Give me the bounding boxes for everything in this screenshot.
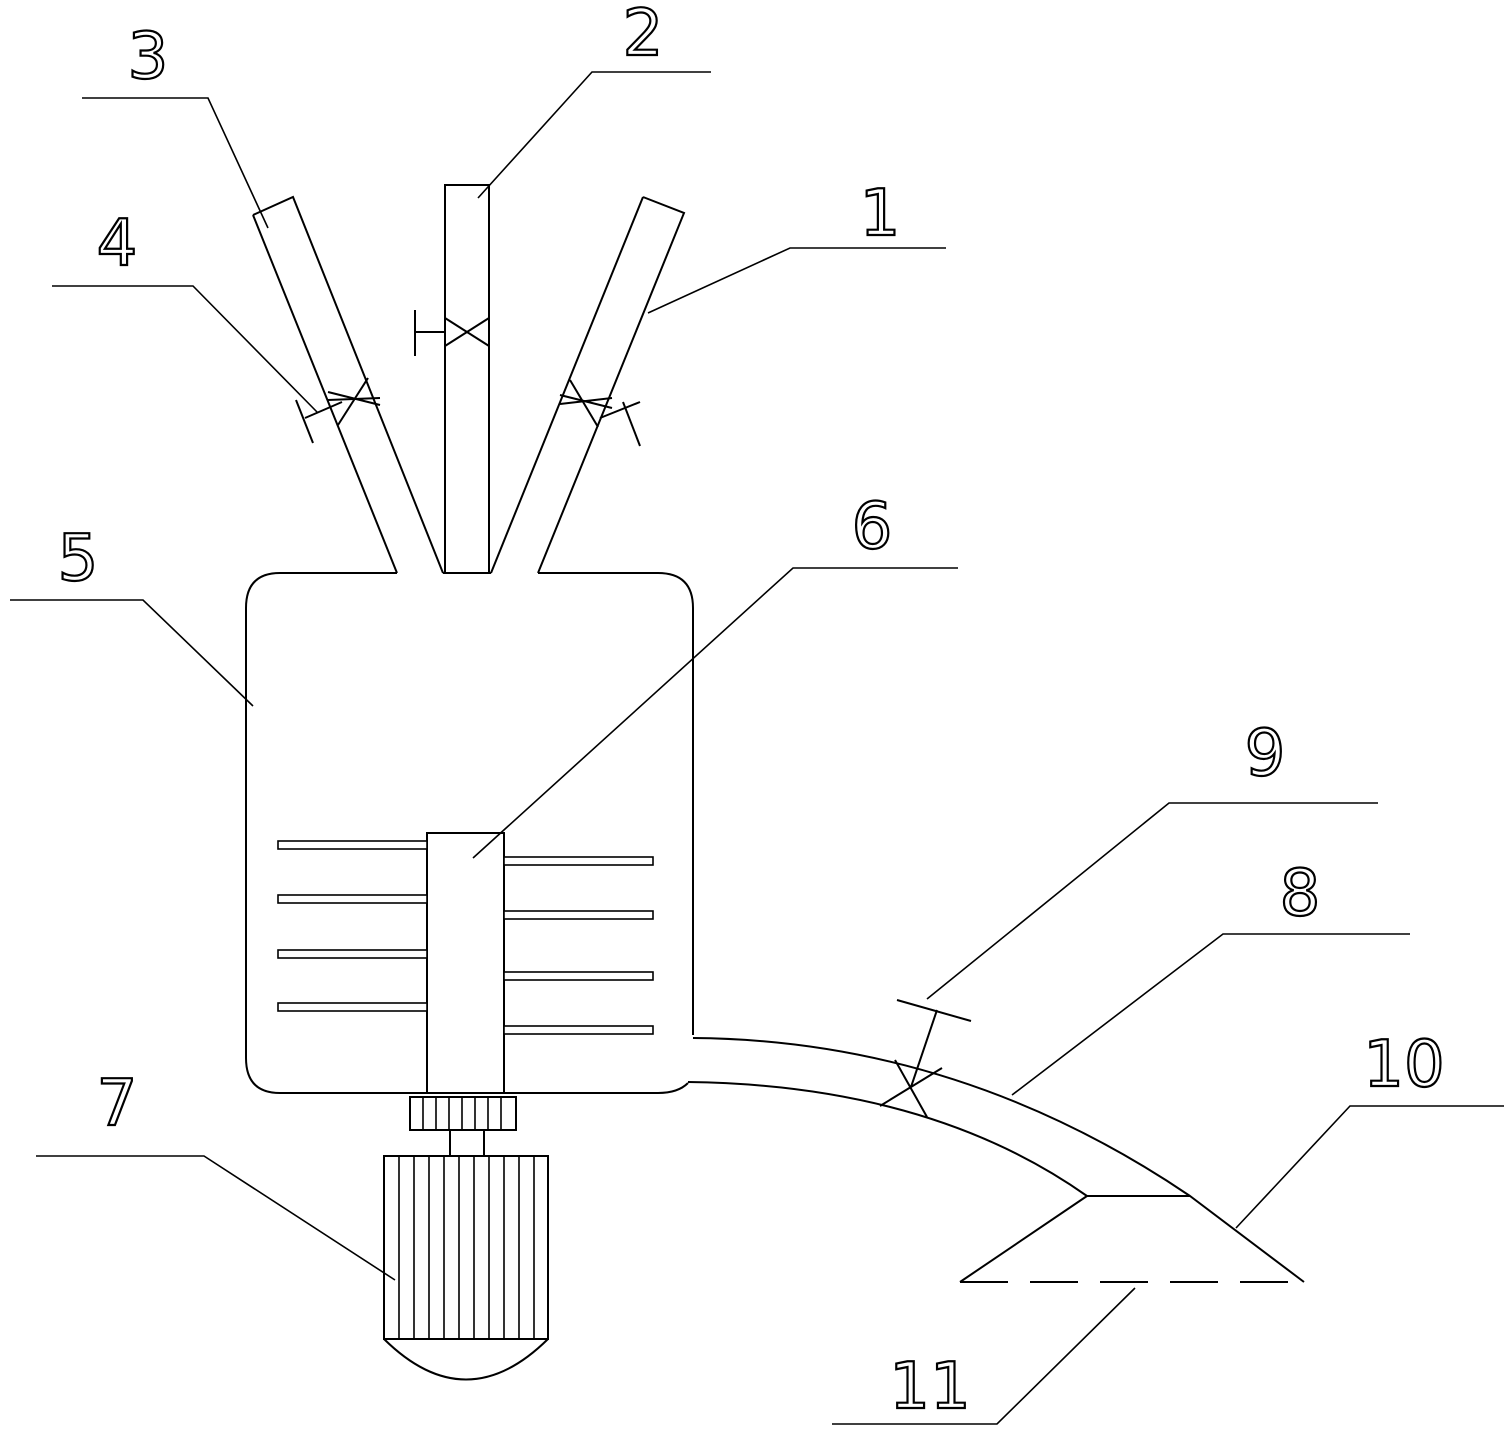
discharge-pipe-8 [687,1037,1191,1197]
valve-4 [295,377,381,444]
label-4: 4 [97,207,138,281]
reference-numerals: 1 2 3 4 5 6 7 8 9 10 11 [57,0,1446,1425]
valve-9 [879,999,972,1118]
inlet-pipe-2 [444,184,490,574]
label-10: 10 [1363,1028,1444,1102]
mixing-tank-5 [245,572,694,1094]
motor-7 [383,1155,549,1381]
inlet-pipe-3 [252,195,444,574]
label-8: 8 [1280,857,1321,931]
label-1: 1 [860,177,901,251]
label-2: 2 [623,0,664,71]
agitator-6 [277,832,654,1094]
inlet-pipe-1 [490,196,686,574]
leader-lines [10,71,1504,1425]
label-3: 3 [128,20,169,94]
label-5: 5 [58,522,99,596]
valve-pipe-1 [559,379,641,447]
label-7: 7 [97,1067,138,1141]
coupling [409,1096,517,1157]
label-6: 6 [852,490,893,564]
hood-10 [959,1195,1305,1283]
label-11: 11 [889,1350,970,1424]
label-9: 9 [1245,717,1286,791]
valve-pipe-2 [414,310,490,356]
